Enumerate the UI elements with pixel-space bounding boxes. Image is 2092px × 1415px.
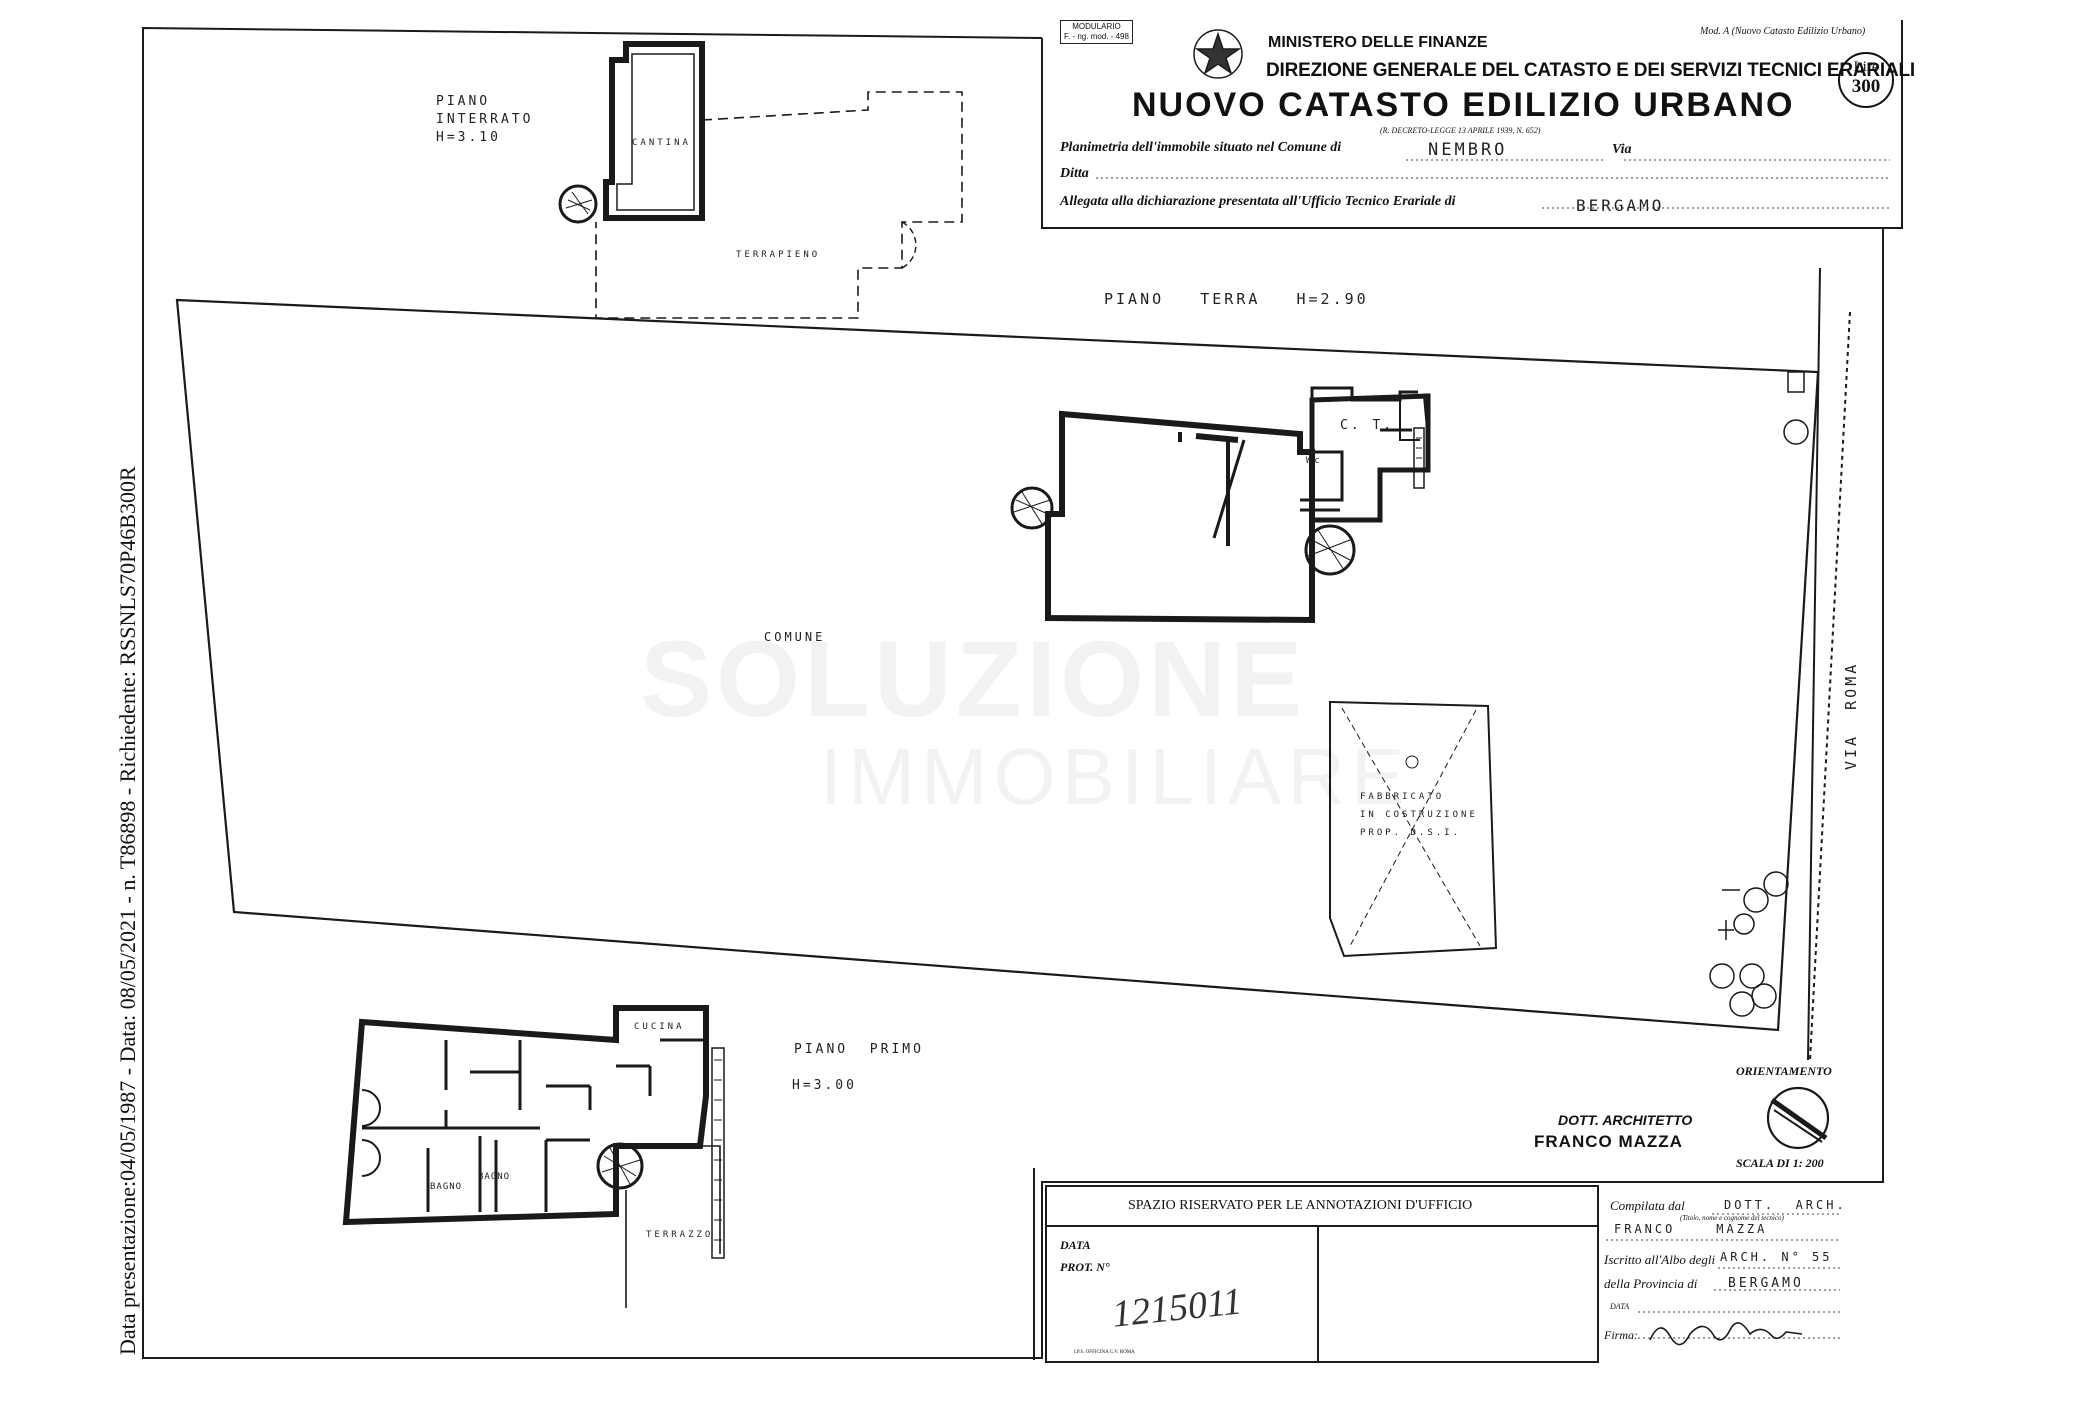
ufficio-value: BERGAMO [1576,196,1665,215]
basement-plan [558,41,963,319]
compilata-value: DOTT. ARCH. [1724,1198,1847,1212]
mod-note: Mod. A (Nuovo Catasto Edilizio Urbano) [1700,26,1866,37]
label-cantina: CANTINA [632,138,691,148]
fabbricato-line: IN COSTRUZIONE [1360,810,1478,820]
lire-stamp: Lire 300 [1838,52,1894,108]
label-fabbricato: FABBRICATO IN COSTRUZIONE PROP. D.S.I. [1360,788,1478,842]
label-bagno-2: BAGNO [478,1172,511,1182]
iscritto-label: Iscritto all'Albo degli [1604,1252,1716,1267]
direzione-title: DIREZIONE GENERALE DEL CATASTO E DEI SER… [1266,60,1915,81]
allegata-line-label: Allegata alla dichiarazione presentata a… [1060,194,1456,209]
first-floor-plan [342,1005,725,1308]
signature-scribble [1649,1322,1803,1346]
modulario-box: MODULARIO F. - ng. mod. - 498 [1060,20,1133,44]
scale-label: SCALA DI 1: 200 [1736,1156,1824,1170]
compiled-data-label: DATA [1610,1302,1630,1311]
catasto-title: NUOVO CATASTO EDILIZIO URBANO [1132,86,1795,124]
trees [1709,371,1809,1017]
via-roma-line [1807,267,1821,1061]
architect-title: DOTT. ARCHITETTO [1558,1112,1693,1128]
ground-floor-plan [1010,386,1431,624]
office-print-note: I.P.S. OFFICINA C.V. ROMA [1074,1350,1135,1355]
office-data-label: DATA [1060,1238,1091,1252]
side-stamp: Data presentazione:04/05/1987 - Data: 08… [115,466,140,1355]
building-under-construction [1329,701,1498,958]
ministry-title: MINISTERO DELLE FINANZE [1268,34,1488,51]
label-terrazzo: TERRAZZO [646,1230,714,1240]
label-piano-terra: PIANO TERRA H=2.90 [1104,290,1369,308]
fabbricato-line: FABBRICATO [1360,792,1445,802]
house-ground [1045,410,1315,624]
label-via-roma: VIA ROMA [1842,661,1860,770]
lot-outline [175,298,1820,1032]
provincia-label: della Provincia di [1604,1276,1698,1291]
label-piano-primo: PIANO PRIMO [794,1042,924,1057]
house-first [342,1005,709,1226]
via-label: Via [1612,142,1632,157]
label-h-primo: H=3.00 [792,1078,857,1093]
lire-value: 300 [1851,76,1881,97]
label-bagno-1: BAGNO [430,1182,463,1192]
iscritto-value: ARCH. N° 55 [1720,1250,1833,1264]
cantina-room [603,41,705,221]
label-terrapieno: TERRAPIENO [736,250,821,260]
label-piano-interrato: PIANO [436,94,491,109]
label-cucina: CUCINA [634,1022,685,1032]
ditta-label: Ditta [1060,166,1089,181]
lire-label: Lire [1853,59,1879,75]
decreto-note: (R. DECRETO-LEGGE 13 APRILE 1939, N. 652… [1380,126,1541,135]
office-annotation-frame [1033,1168,1599,1363]
label-wc: Wc [1306,456,1323,466]
planimetria-line-label: Planimetria dell'immobile situato nel Co… [1060,140,1342,155]
office-prot-label: PROT. N° [1060,1260,1110,1274]
watermark: SOLUZIONE IMMOBILIARE [640,625,1411,817]
modulario-line: MODULARIO [1072,22,1121,31]
compilata-label: Compilata dal [1610,1198,1685,1213]
compilata-name: FRANCO MAZZA [1614,1222,1768,1236]
label-h-interrato: H=3.10 [436,130,501,145]
label-comune: COMUNE [764,630,826,644]
firma-label: Firma: [1604,1328,1638,1342]
republic-emblem-icon [1193,29,1243,79]
label-ct: C. T. [1340,418,1395,433]
compilata-caption: (Titolo, nome e cognome del tecnico) [1680,1214,1784,1222]
north-arrow-icon [1766,1086,1830,1150]
comune-value: NEMBRO [1428,140,1508,160]
provincia-value: BERGAMO [1728,1276,1804,1291]
form-lines [1096,159,1890,1339]
architect-name: FRANCO MAZZA [1534,1132,1683,1151]
fabbricato-line: PROP. D.S.I. [1360,828,1462,838]
watermark-line-1: SOLUZIONE [640,618,1307,739]
modulario-line: F. - ng. mod. - 498 [1064,32,1129,41]
orientation-title: ORIENTAMENTO [1736,1064,1832,1078]
office-box-title: SPAZIO RISERVATO PER LE ANNOTAZIONI D'UF… [1128,1198,1473,1213]
watermark-line-2: IMMOBILIARE [820,732,1411,821]
header-frame [1041,20,1903,229]
label-interrato: INTERRATO [436,112,534,127]
via-roma-line-2 [1809,311,1851,1061]
terrapieno-outline [595,91,963,319]
